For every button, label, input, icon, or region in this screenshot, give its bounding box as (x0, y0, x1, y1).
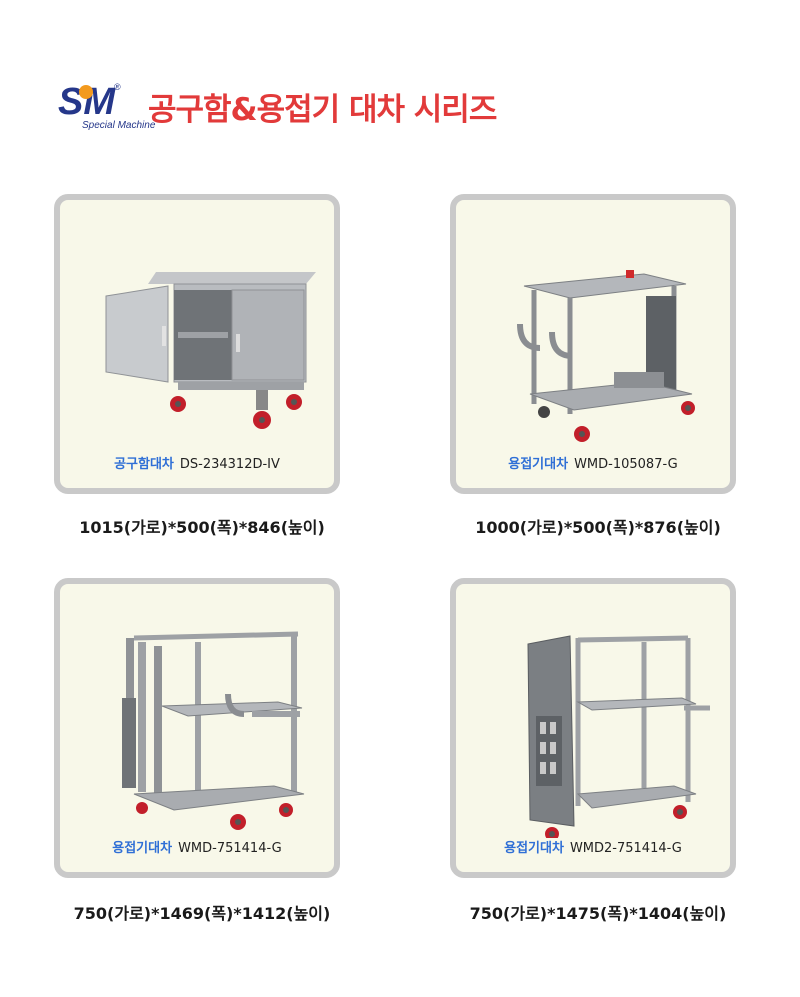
product-model: WMD2-751414-G (569, 841, 682, 856)
product-card-1[interactable]: 공구함대차 DS-234312D-IV (54, 194, 340, 494)
page-header: SM ® Special Machine 공구함&용접기 대차 시리즈 (56, 78, 756, 134)
vertical-welding-cart-image (122, 631, 305, 830)
product-caption: 용접기대차 WMD-105087-G (456, 453, 730, 472)
product-kind: 용접기대차 (508, 457, 569, 472)
product-kind: 공구함대차 (114, 457, 174, 472)
product-model: WMD-751414-G (178, 841, 282, 856)
product-dimensions-3: 750(가로)*1469(폭)*1412(높이) (73, 904, 331, 923)
product-kind: 용접기대차 (504, 841, 564, 856)
product-model: WMD-105087-G (574, 457, 678, 472)
svg-text:Special Machine: Special Machine (82, 120, 156, 131)
product-dimensions-2: 1000(가로)*500(폭)*876(높이) (475, 518, 721, 537)
special-machine-logo: SM ® Special Machine (58, 81, 156, 131)
product-card-3[interactable]: 용접기대차 WMD-751414-G (54, 578, 340, 878)
product-caption: 용접기대차 WMD-751414-G (60, 837, 334, 856)
product-dimensions-4: 750(가로)*1475(폭)*1404(높이) (469, 904, 727, 923)
page-title: 공구함&용접기 대차 시리즈 (148, 92, 497, 128)
product-model: DS-234312D-IV (179, 457, 280, 472)
welding-cart-image (517, 270, 695, 442)
panel-welding-cart-image (527, 635, 710, 838)
tool-cabinet-cart-image (105, 272, 316, 429)
product-caption: 공구함대차 DS-234312D-IV (60, 453, 334, 472)
product-card-2[interactable]: 용접기대차 WMD-105087-G (450, 194, 736, 494)
product-dimensions-1: 1015(가로)*500(폭)*846(높이) (79, 518, 325, 537)
product-caption: 용접기대차 WMD2-751414-G (456, 837, 730, 856)
product-kind: 용접기대차 (112, 841, 173, 856)
svg-text:®: ® (114, 82, 121, 92)
product-card-4[interactable]: 용접기대차 WMD2-751414-G (450, 578, 736, 878)
